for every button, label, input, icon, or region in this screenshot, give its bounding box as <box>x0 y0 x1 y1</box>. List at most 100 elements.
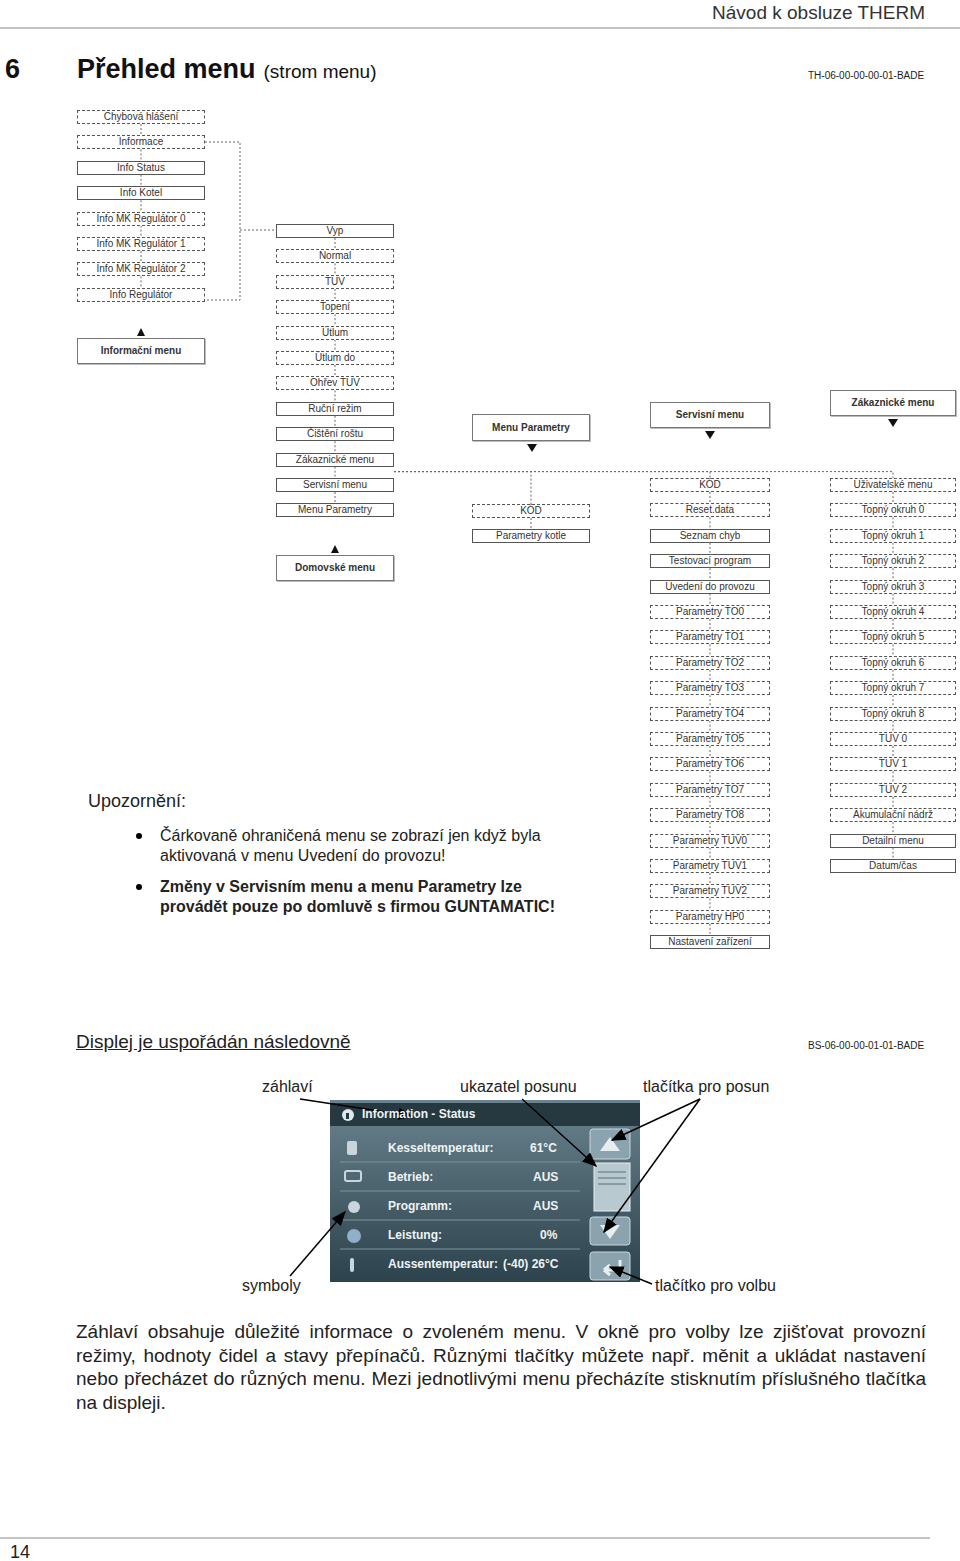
menu-connector <box>893 695 894 706</box>
menu-item-box: Info MK Regulátor 2 <box>77 262 205 276</box>
menu-connector <box>531 518 532 529</box>
menu-label: Topný okruh 8 <box>862 708 925 720</box>
document-code: TH-06-00-00-00-01-BADE <box>808 70 924 81</box>
menu-connector <box>710 594 711 605</box>
menu-label: Ruční režim <box>308 403 361 415</box>
section-heading: Displej je uspořádán následovně <box>76 1031 351 1053</box>
menu-label: Zákaznické menu <box>296 454 374 466</box>
menu-label: Menu Parametry <box>492 422 570 434</box>
menu-connector <box>335 289 336 300</box>
menu-label: Datum/čas <box>869 860 917 872</box>
menu-label: Uvedení do provozu <box>665 581 755 593</box>
menu-item-box: TUV 0 <box>830 732 956 746</box>
menu-connector <box>710 492 711 503</box>
menu-item-box: Parametry TUV0 <box>650 834 770 848</box>
menu-connector <box>335 263 336 274</box>
menu-connector <box>141 200 142 211</box>
menu-label: TUV 0 <box>879 733 907 745</box>
menu-item-box: Parametry kotle <box>472 529 590 543</box>
main-menu-box: Zákaznické menu <box>830 390 956 416</box>
menu-item-box: Parametry TO2 <box>650 656 770 670</box>
menu-label: Detailní menu <box>862 835 924 847</box>
menu-connector <box>893 492 894 503</box>
menu-connector <box>141 251 142 262</box>
menu-connector <box>710 848 711 859</box>
menu-item-box: Akumulační nádrž <box>830 808 956 822</box>
menu-connector <box>141 226 142 237</box>
menu-item-box: TUV <box>276 275 394 289</box>
menu-connector <box>394 472 893 478</box>
page-number: 14 <box>10 1542 30 1561</box>
menu-connector <box>335 416 336 427</box>
main-menu-box: Informační menu <box>77 338 205 364</box>
menu-item-box: Topný okruh 6 <box>830 656 956 670</box>
screen-field: Aussentemperatur: <box>388 1257 498 1271</box>
menu-item-box: Datum/čas <box>830 859 956 873</box>
menu-label: Topení <box>320 301 350 313</box>
menu-connector <box>335 238 336 249</box>
menu-label: KÓD <box>699 479 721 491</box>
menu-label: Topný okruh 6 <box>862 657 925 669</box>
menu-label: Parametry TO5 <box>676 733 744 745</box>
menu-item-box: Topný okruh 3 <box>830 580 956 594</box>
menu-connector <box>335 365 336 376</box>
menu-connector <box>335 441 336 452</box>
body-paragraph: Záhlaví obsahuje důležité informace o zv… <box>76 1320 926 1414</box>
main-menu-box: Domovské menu <box>276 555 394 581</box>
menu-label: Parametry TUV1 <box>673 860 747 872</box>
menu-label: Normal <box>319 250 351 262</box>
menu-connector <box>710 543 711 554</box>
menu-label: Menu Parametry <box>298 504 372 516</box>
menu-connector <box>893 670 894 681</box>
menu-label: TUV <box>325 276 345 288</box>
menu-connector <box>893 746 894 757</box>
menu-connector <box>710 822 711 833</box>
menu-item-box: KÓD <box>472 504 590 518</box>
screen-header: Information - Status <box>362 1107 475 1121</box>
menu-label: Info MK Regulátor 2 <box>97 263 186 275</box>
menu-item-box: Informace <box>77 135 205 149</box>
menu-connector <box>893 543 894 554</box>
menu-label: Čištění roštu <box>307 428 363 440</box>
menu-label: Topný okruh 0 <box>862 504 925 516</box>
menu-item-box: Parametry TO5 <box>650 732 770 746</box>
menu-item-box: Topný okruh 7 <box>830 681 956 695</box>
menu-item-box: Parametry TO6 <box>650 757 770 771</box>
menu-connector <box>335 492 336 503</box>
menu-label: Info Status <box>117 162 165 174</box>
callout-label: symboly <box>242 1277 301 1295</box>
menu-label: Parametry TO6 <box>676 758 744 770</box>
menu-item-box: Ohřev TUV <box>276 376 394 390</box>
menu-label: Informace <box>119 136 163 148</box>
menu-label: Parametry TO3 <box>676 682 744 694</box>
menu-label: Info Kotel <box>120 187 162 199</box>
menu-connector <box>893 721 894 732</box>
menu-item-box: Zákaznické menu <box>276 453 394 467</box>
menu-label: Parametry TO4 <box>676 708 744 720</box>
menu-item-box: Topení <box>276 300 394 314</box>
menu-connector <box>710 721 711 732</box>
menu-item-box: Topný okruh 5 <box>830 630 956 644</box>
note-heading: Upozornění: <box>88 791 186 812</box>
menu-item-box: Info MK Regulátor 1 <box>77 237 205 251</box>
menu-connector <box>141 124 142 135</box>
menu-item-box: Uvedení do provozu <box>650 580 770 594</box>
menu-label: Parametry TUV2 <box>673 885 747 897</box>
menu-item-box: Topný okruh 0 <box>830 503 956 517</box>
menu-item-box: Parametry HP0 <box>650 910 770 924</box>
menu-item-box: Útlum <box>276 326 394 340</box>
menu-item-box: Parametry TO1 <box>650 630 770 644</box>
menu-label: Topný okruh 7 <box>862 682 925 694</box>
menu-item-box: Topný okruh 1 <box>830 529 956 543</box>
menu-connector <box>710 898 711 909</box>
menu-item-box: KÓD <box>650 478 770 492</box>
menu-item-box: Servisní menu <box>276 478 394 492</box>
menu-connector <box>710 619 711 630</box>
menu-item-box: Parametry TO3 <box>650 681 770 695</box>
menu-item-box: Info Kotel <box>77 186 205 200</box>
menu-connector <box>893 644 894 655</box>
menu-item-box: Čištění roštu <box>276 427 394 441</box>
menu-label: Topný okruh 3 <box>862 581 925 593</box>
screen-field: Programm: <box>388 1199 452 1213</box>
menu-connector <box>710 771 711 782</box>
